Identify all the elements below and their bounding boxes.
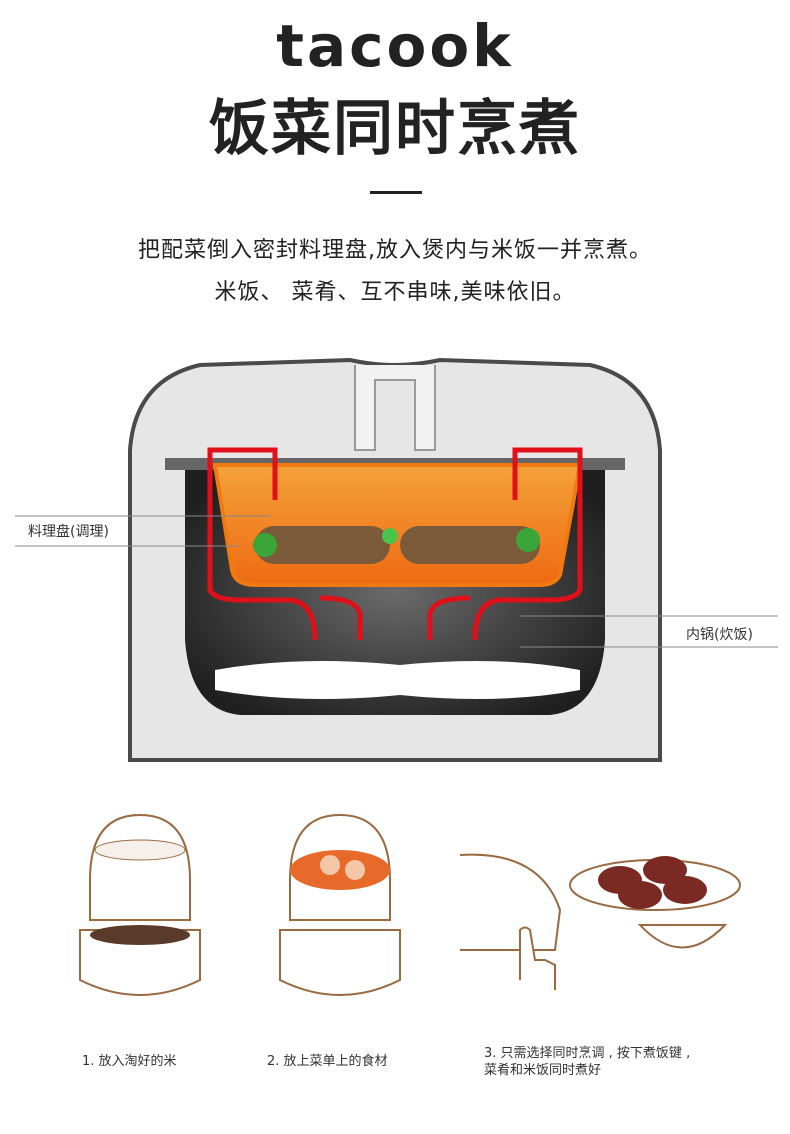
rice-layer [215, 661, 580, 699]
step2-caption: 2. 放上菜单上的食材 [267, 1054, 388, 1069]
step1-illustration [79, 813, 201, 996]
description-line-2: 米饭、 菜肴、互不串味,美味依旧。 [214, 280, 576, 305]
step3-caption-line1: 3. 只需选择同时烹调 , 按下煮饭键 , [484, 1046, 691, 1061]
tray-label: 料理盘(调理) [28, 524, 109, 540]
description-line-1: 把配菜倒入密封料理盘,放入煲内与米饭一并烹煮。 [138, 238, 652, 263]
cooker-cross-section [15, 357, 778, 762]
step1-caption: 1. 放入淘好的米 [82, 1054, 177, 1069]
step2-illustration [279, 813, 401, 996]
step3-illustration [460, 853, 741, 990]
step3-caption-line2: 菜肴和米饭同时煮好 [484, 1063, 602, 1078]
cooking-tray [212, 463, 583, 587]
brand-title: tacook [276, 12, 514, 80]
heat-flow-arrows [207, 447, 583, 641]
pot-label: 内锅(炊饭) [686, 627, 753, 643]
headline: 饭菜同时烹煮 [209, 94, 581, 164]
divider [370, 191, 422, 194]
food-in-tray [253, 526, 540, 564]
